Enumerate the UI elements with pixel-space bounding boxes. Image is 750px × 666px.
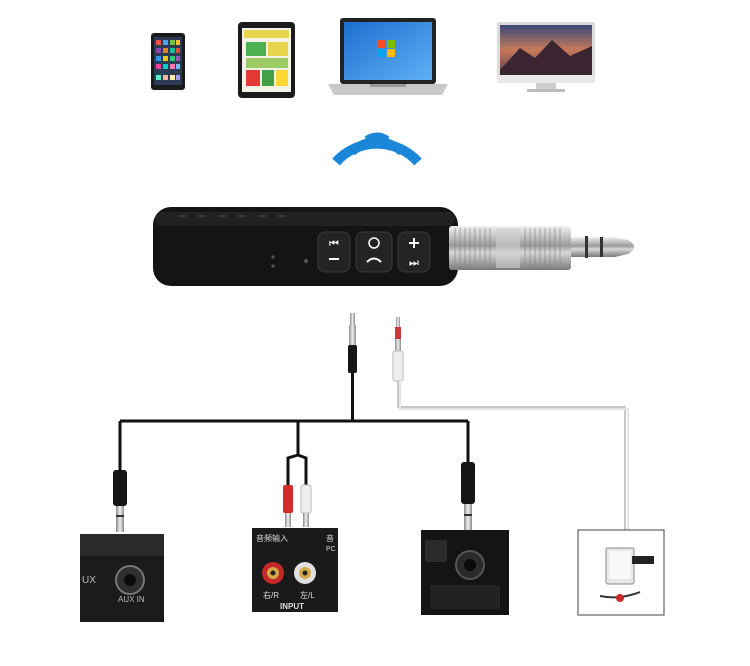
smartphone-icon (151, 33, 185, 90)
laptop-icon (328, 18, 448, 95)
right-aux-plug (461, 462, 475, 532)
car-aux-panel: UX AUX IN (80, 534, 164, 622)
usb-cable (392, 317, 629, 530)
aux-cable (118, 313, 470, 470)
input-label: INPUT (280, 602, 304, 611)
svg-text:⏭: ⏭ (409, 257, 419, 269)
bluetooth-receiver: ⏮ ⏭ (153, 207, 634, 286)
rca-audio-input-panel: 音频输入 音 PC 右/R 左/L INPUT (252, 528, 338, 612)
prev-volume-down-button[interactable]: ⏮ (317, 231, 351, 273)
audio-input-cn-label: 音频输入 (256, 533, 288, 543)
rca-plugs (283, 453, 312, 527)
right-channel-label: 右/R (263, 590, 279, 600)
tablet-icon (238, 22, 295, 98)
aux-label: UX (82, 575, 96, 586)
left-channel-label: 左/L (300, 590, 315, 600)
aux-in-label: AUX IN (118, 595, 145, 604)
desktop-monitor-icon (497, 22, 595, 92)
left-aux-plug (113, 470, 127, 532)
phone-charging-panel (577, 529, 665, 616)
audio-cn-label-right: 音 (326, 533, 334, 543)
wireless-signal-icon (332, 132, 422, 166)
speaker-aux-panel (421, 530, 509, 615)
svg-text:⏮: ⏮ (329, 238, 339, 250)
pc-label: PC (326, 546, 336, 553)
next-volume-up-button[interactable]: ⏭ (397, 231, 431, 273)
play-pause-call-button[interactable] (355, 231, 393, 273)
